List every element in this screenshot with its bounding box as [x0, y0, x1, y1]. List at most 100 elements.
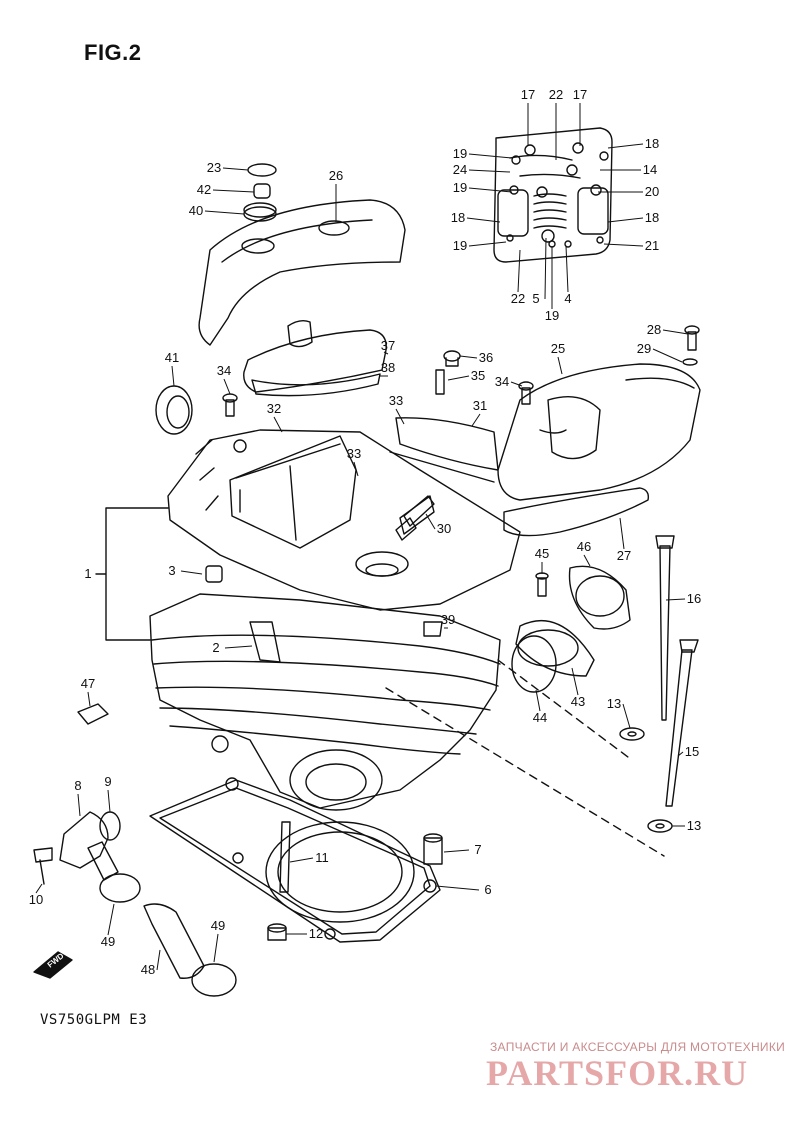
- part-41-ring: [155, 385, 193, 435]
- leader-line-10: [35, 883, 43, 894]
- callout-30: 30: [437, 521, 451, 536]
- leader-line-18: [607, 143, 644, 149]
- leader-line-23: [222, 167, 249, 171]
- callout-7: 7: [474, 842, 481, 857]
- callout-26: 26: [329, 168, 343, 183]
- leader-line-42: [212, 189, 255, 193]
- callout-21: 21: [645, 238, 659, 253]
- callout-11: 11: [315, 850, 329, 865]
- callout-20: 20: [645, 184, 659, 199]
- part-27-gasket: [503, 487, 650, 537]
- figure-label: FIG.2: [84, 40, 142, 65]
- part-6-gasket: [149, 777, 441, 943]
- leader-line-40: [204, 210, 245, 215]
- callout-28: 28: [647, 322, 661, 337]
- callout-12: 12: [309, 926, 323, 941]
- leader-line-27: [619, 517, 625, 550]
- leader-line-13: [622, 703, 631, 729]
- callout-19: 19: [453, 180, 467, 195]
- leader-line-16: [665, 598, 686, 601]
- callout-18: 18: [645, 210, 659, 225]
- leader-line-44: [535, 689, 541, 712]
- leader-line-48: [156, 949, 161, 971]
- callout-9: 9: [104, 774, 111, 789]
- leader-line-3: [180, 570, 203, 575]
- leader-line-9: [107, 789, 111, 813]
- callout-4: 4: [564, 291, 571, 306]
- leader-line-18: [607, 217, 644, 223]
- callout-37: 37: [381, 338, 395, 353]
- leader-line-35: [447, 375, 470, 381]
- callout-2: 2: [212, 640, 219, 655]
- callout-22: 22: [549, 87, 563, 102]
- part-39: [423, 621, 443, 637]
- callout-47: 47: [81, 676, 95, 691]
- leader-line-41: [171, 365, 175, 387]
- leader-line-34: [223, 378, 231, 395]
- part-30-plug: [395, 495, 435, 541]
- leader-line-37: [383, 351, 389, 355]
- callout-44: 44: [533, 710, 547, 725]
- callout-3: 3: [168, 563, 175, 578]
- callout-13: 13: [607, 696, 621, 711]
- part-25-valve-cover: [497, 363, 701, 501]
- callout-48: 48: [141, 962, 155, 977]
- fwd-arrow: [33, 951, 73, 979]
- callout-14: 14: [643, 162, 657, 177]
- callout-15: 15: [685, 744, 699, 759]
- callout-19: 19: [453, 238, 467, 253]
- leader-line-29: [652, 348, 683, 363]
- callout-18: 18: [451, 210, 465, 225]
- callout-19: 19: [453, 146, 467, 161]
- dash-line-13a: [497, 659, 633, 761]
- valve-cover-gasket-detail: [493, 127, 613, 263]
- part-47: [77, 703, 109, 725]
- watermark-logo: PARTSFOR.RU: [486, 1053, 749, 1093]
- callout-46: 46: [577, 539, 591, 554]
- callout-29: 29: [637, 341, 651, 356]
- hose-fittings: [33, 811, 237, 997]
- leader-line-46: [583, 554, 591, 567]
- leader-line-32: [273, 416, 283, 433]
- callout-42: 42: [197, 182, 211, 197]
- callout-17: 17: [521, 87, 535, 102]
- leader-line-24: [468, 169, 511, 173]
- long-bolts: [619, 535, 699, 833]
- callout-8: 8: [74, 778, 81, 793]
- cylinder-head-fins: [149, 565, 501, 811]
- callout-16: 16: [687, 591, 701, 606]
- leader-line-47: [87, 691, 91, 707]
- callout-6: 6: [484, 882, 491, 897]
- model-code: VS750GLPM E3: [40, 1012, 148, 1028]
- callout-27: 27: [617, 548, 631, 563]
- leader-line-43: [571, 667, 579, 696]
- callout-36: 36: [479, 350, 493, 365]
- leader-line-31: [471, 413, 481, 427]
- leader-line-11: [289, 857, 314, 863]
- leader-line-2: [224, 645, 253, 649]
- callout-45: 45: [535, 546, 549, 561]
- callout-38: 38: [381, 360, 395, 375]
- leader-line-8: [77, 793, 81, 817]
- callout-39: 39: [441, 612, 455, 627]
- leader-line-22: [517, 249, 521, 293]
- leader-line-7: [443, 849, 470, 853]
- leader-line-33: [395, 408, 405, 425]
- callout-22: 22: [511, 291, 525, 306]
- part-37-breather: [243, 319, 387, 397]
- callout-40: 40: [189, 203, 203, 218]
- callout-19: 19: [545, 308, 559, 323]
- leader-line-15: [677, 751, 684, 757]
- bracket-1: [95, 507, 169, 641]
- small-bolts: [222, 325, 700, 417]
- callout-31: 31: [473, 398, 487, 413]
- callout-35: 35: [471, 368, 485, 383]
- cylinder-head-body: [167, 429, 521, 611]
- leader-line-4: [565, 245, 569, 293]
- callout-24: 24: [453, 162, 467, 177]
- callout-25: 25: [551, 341, 565, 356]
- callout-34: 34: [495, 374, 509, 389]
- callout-49: 49: [211, 918, 225, 933]
